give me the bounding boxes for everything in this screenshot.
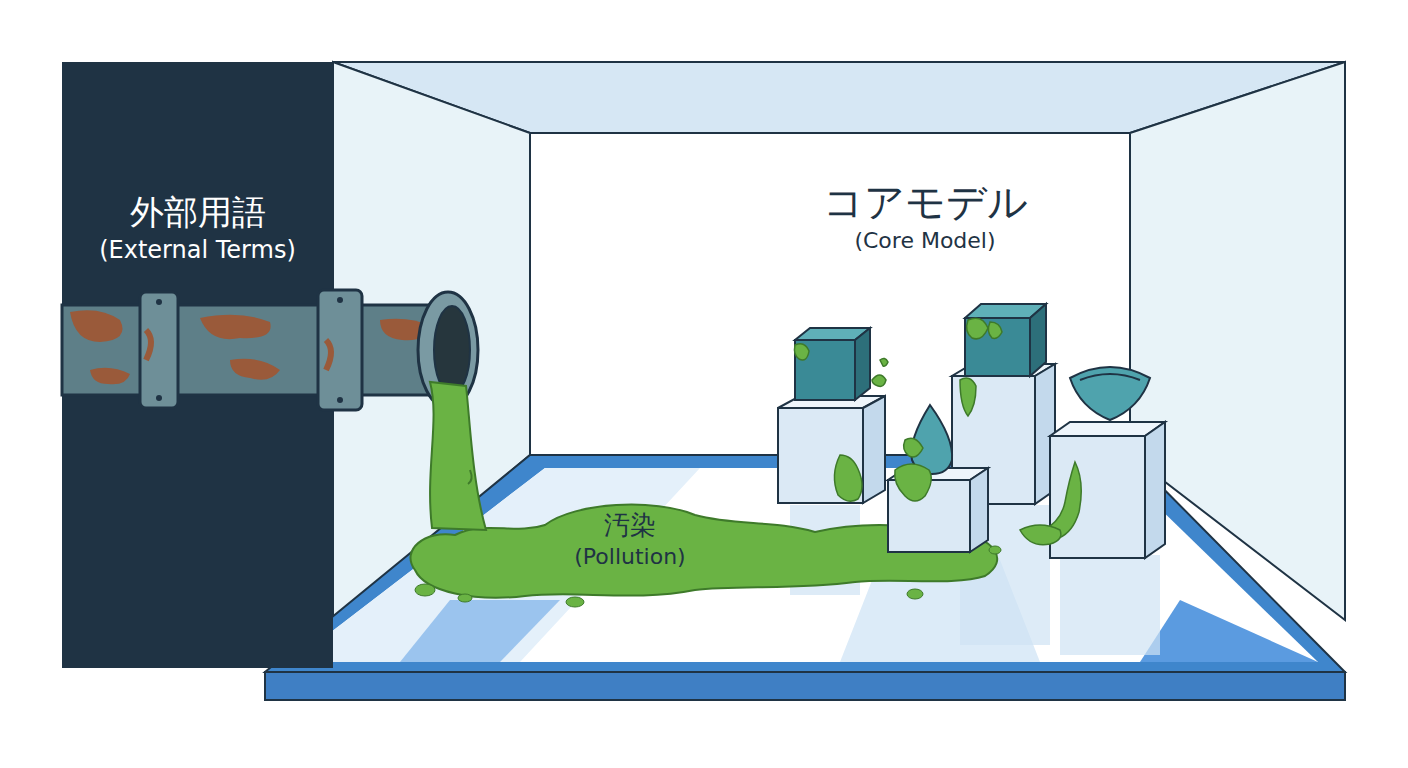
node-heading: 外部用語 [62,190,333,234]
puddle-shape [395,490,1015,610]
core-model-room: コアモデル(Core Model) 汚染(Pollution) [333,62,1345,702]
node-subtitle: (External Terms) [62,234,333,266]
text-group: 汚染(Pollution) [545,508,715,572]
node-subtitle: (Pollution) [545,542,715,572]
pollution-puddle: 汚染(Pollution) [395,490,1015,610]
node-subtitle: (Core Model) [805,226,1045,256]
text-group: コアモデル(Core Model) [805,178,1045,256]
text-group: 外部用語(External Terms) [62,190,333,266]
external-terms-panel: 外部用語(External Terms) [62,62,333,668]
node-heading: 汚染 [545,508,715,542]
node-heading: コアモデル [805,178,1045,226]
